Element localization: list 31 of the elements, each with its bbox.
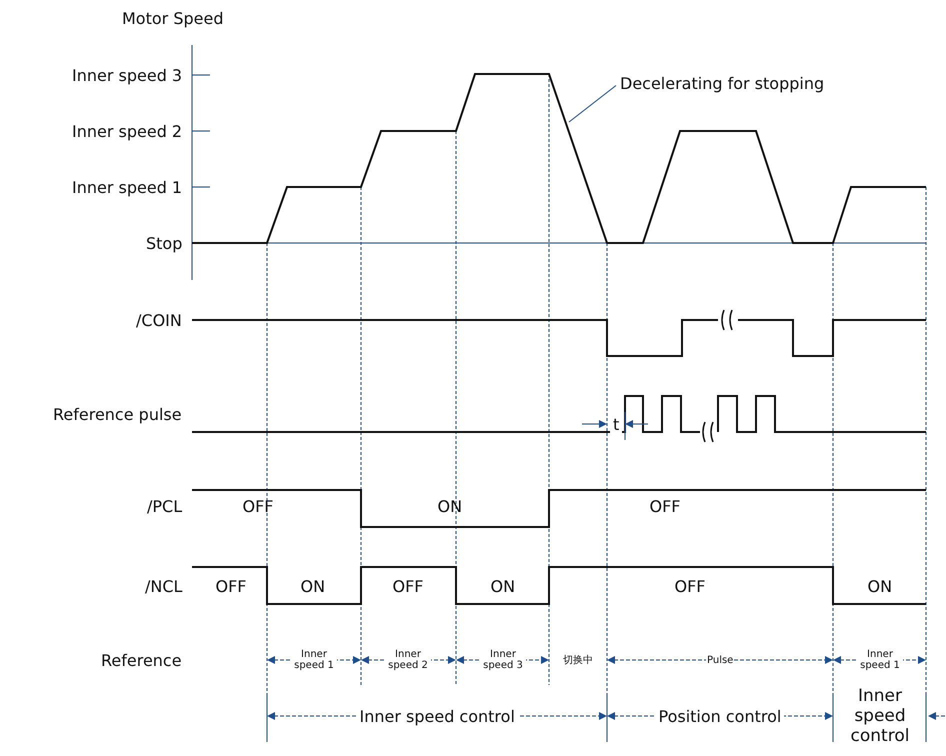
interval-label: Inner speed 1 bbox=[291, 649, 337, 671]
interval-label: Inner speed 3 bbox=[480, 649, 526, 671]
speed-waveform bbox=[192, 73, 926, 244]
interval-label: Inner speed 2 bbox=[385, 649, 431, 671]
signal-label: Reference bbox=[101, 650, 182, 670]
annotation-text: Decelerating for stopping bbox=[620, 74, 824, 93]
axis-title: Motor Speed bbox=[122, 8, 224, 28]
state-label: ON bbox=[490, 576, 516, 596]
level-label: Stop bbox=[146, 234, 182, 252]
state-label: OFF bbox=[216, 576, 246, 596]
interval-label: 切换中 bbox=[562, 654, 594, 666]
mode-label: Position control bbox=[656, 706, 784, 726]
mode-label: Inner speed control bbox=[850, 686, 910, 746]
level-label: Inner speed 1 bbox=[72, 178, 182, 196]
interval-label: Pulse bbox=[706, 654, 734, 666]
state-label: OFF bbox=[674, 576, 706, 596]
state-label: OFF bbox=[650, 496, 680, 516]
leader-line bbox=[568, 85, 616, 122]
state-label: ON bbox=[300, 576, 326, 596]
state-label: OFF bbox=[392, 576, 424, 596]
state-label: ON bbox=[438, 496, 462, 516]
signal-label: /PCL bbox=[147, 496, 182, 516]
state-label: OFF bbox=[242, 496, 274, 516]
interval-label: Inner speed 1 bbox=[857, 649, 903, 671]
signal-label: /COIN bbox=[136, 310, 182, 330]
mode-label: Inner speed control bbox=[356, 706, 518, 726]
signal-label: Reference pulse bbox=[53, 404, 182, 424]
level-label: Inner speed 3 bbox=[72, 66, 182, 84]
level-label: Inner speed 2 bbox=[72, 122, 182, 140]
state-label: ON bbox=[868, 576, 892, 596]
signal-label: /NCL bbox=[145, 576, 182, 596]
